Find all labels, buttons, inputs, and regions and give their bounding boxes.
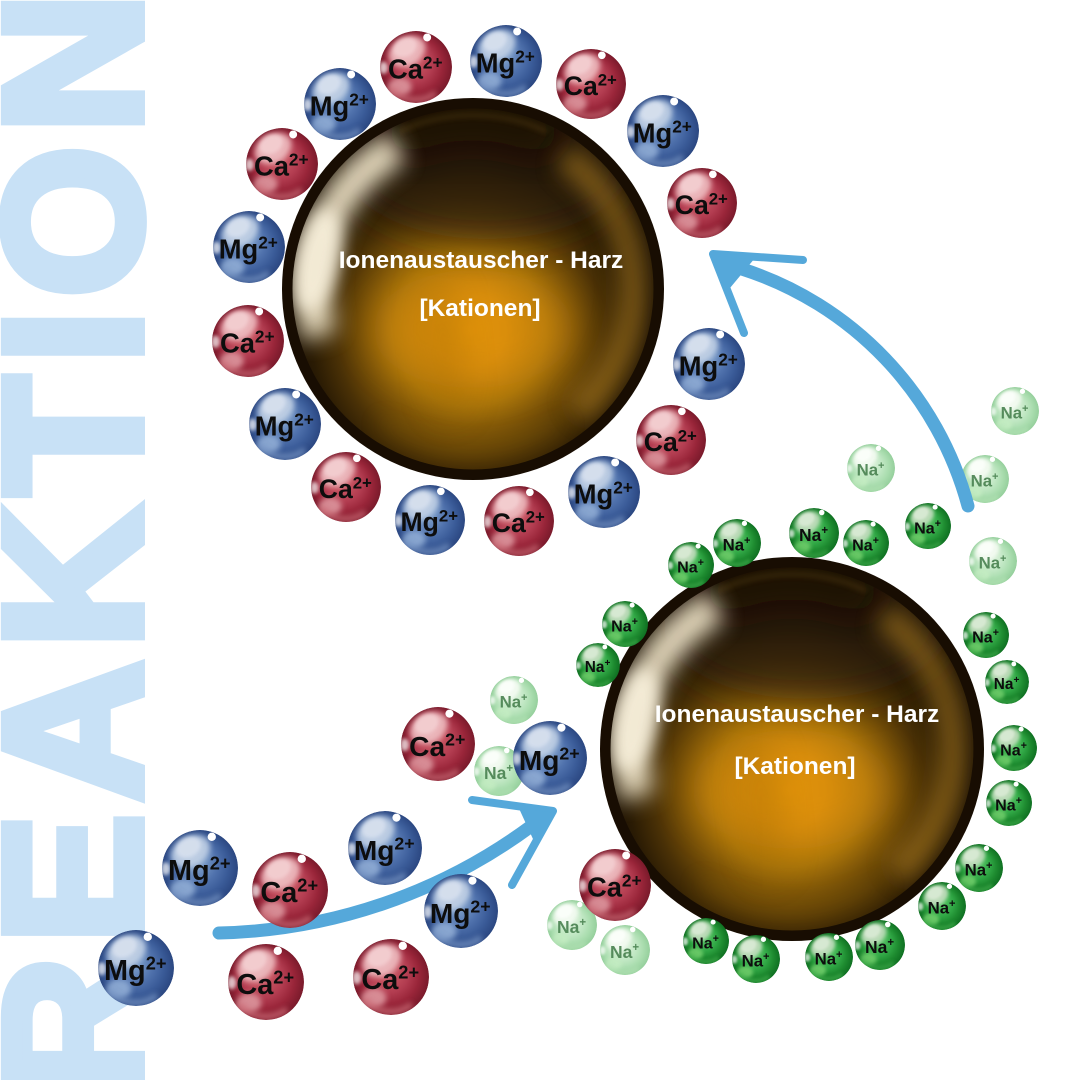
svg-text:Ionenaustauscher - Harz: Ionenaustauscher - Harz <box>655 701 940 728</box>
svg-text:Ionenaustauscher - Harz: Ionenaustauscher - Harz <box>339 247 624 274</box>
svg-text:[Kationen]: [Kationen] <box>419 295 540 322</box>
svg-text:[Kationen]: [Kationen] <box>734 753 855 780</box>
svg-text:REAKTION: REAKTION <box>0 0 182 1080</box>
